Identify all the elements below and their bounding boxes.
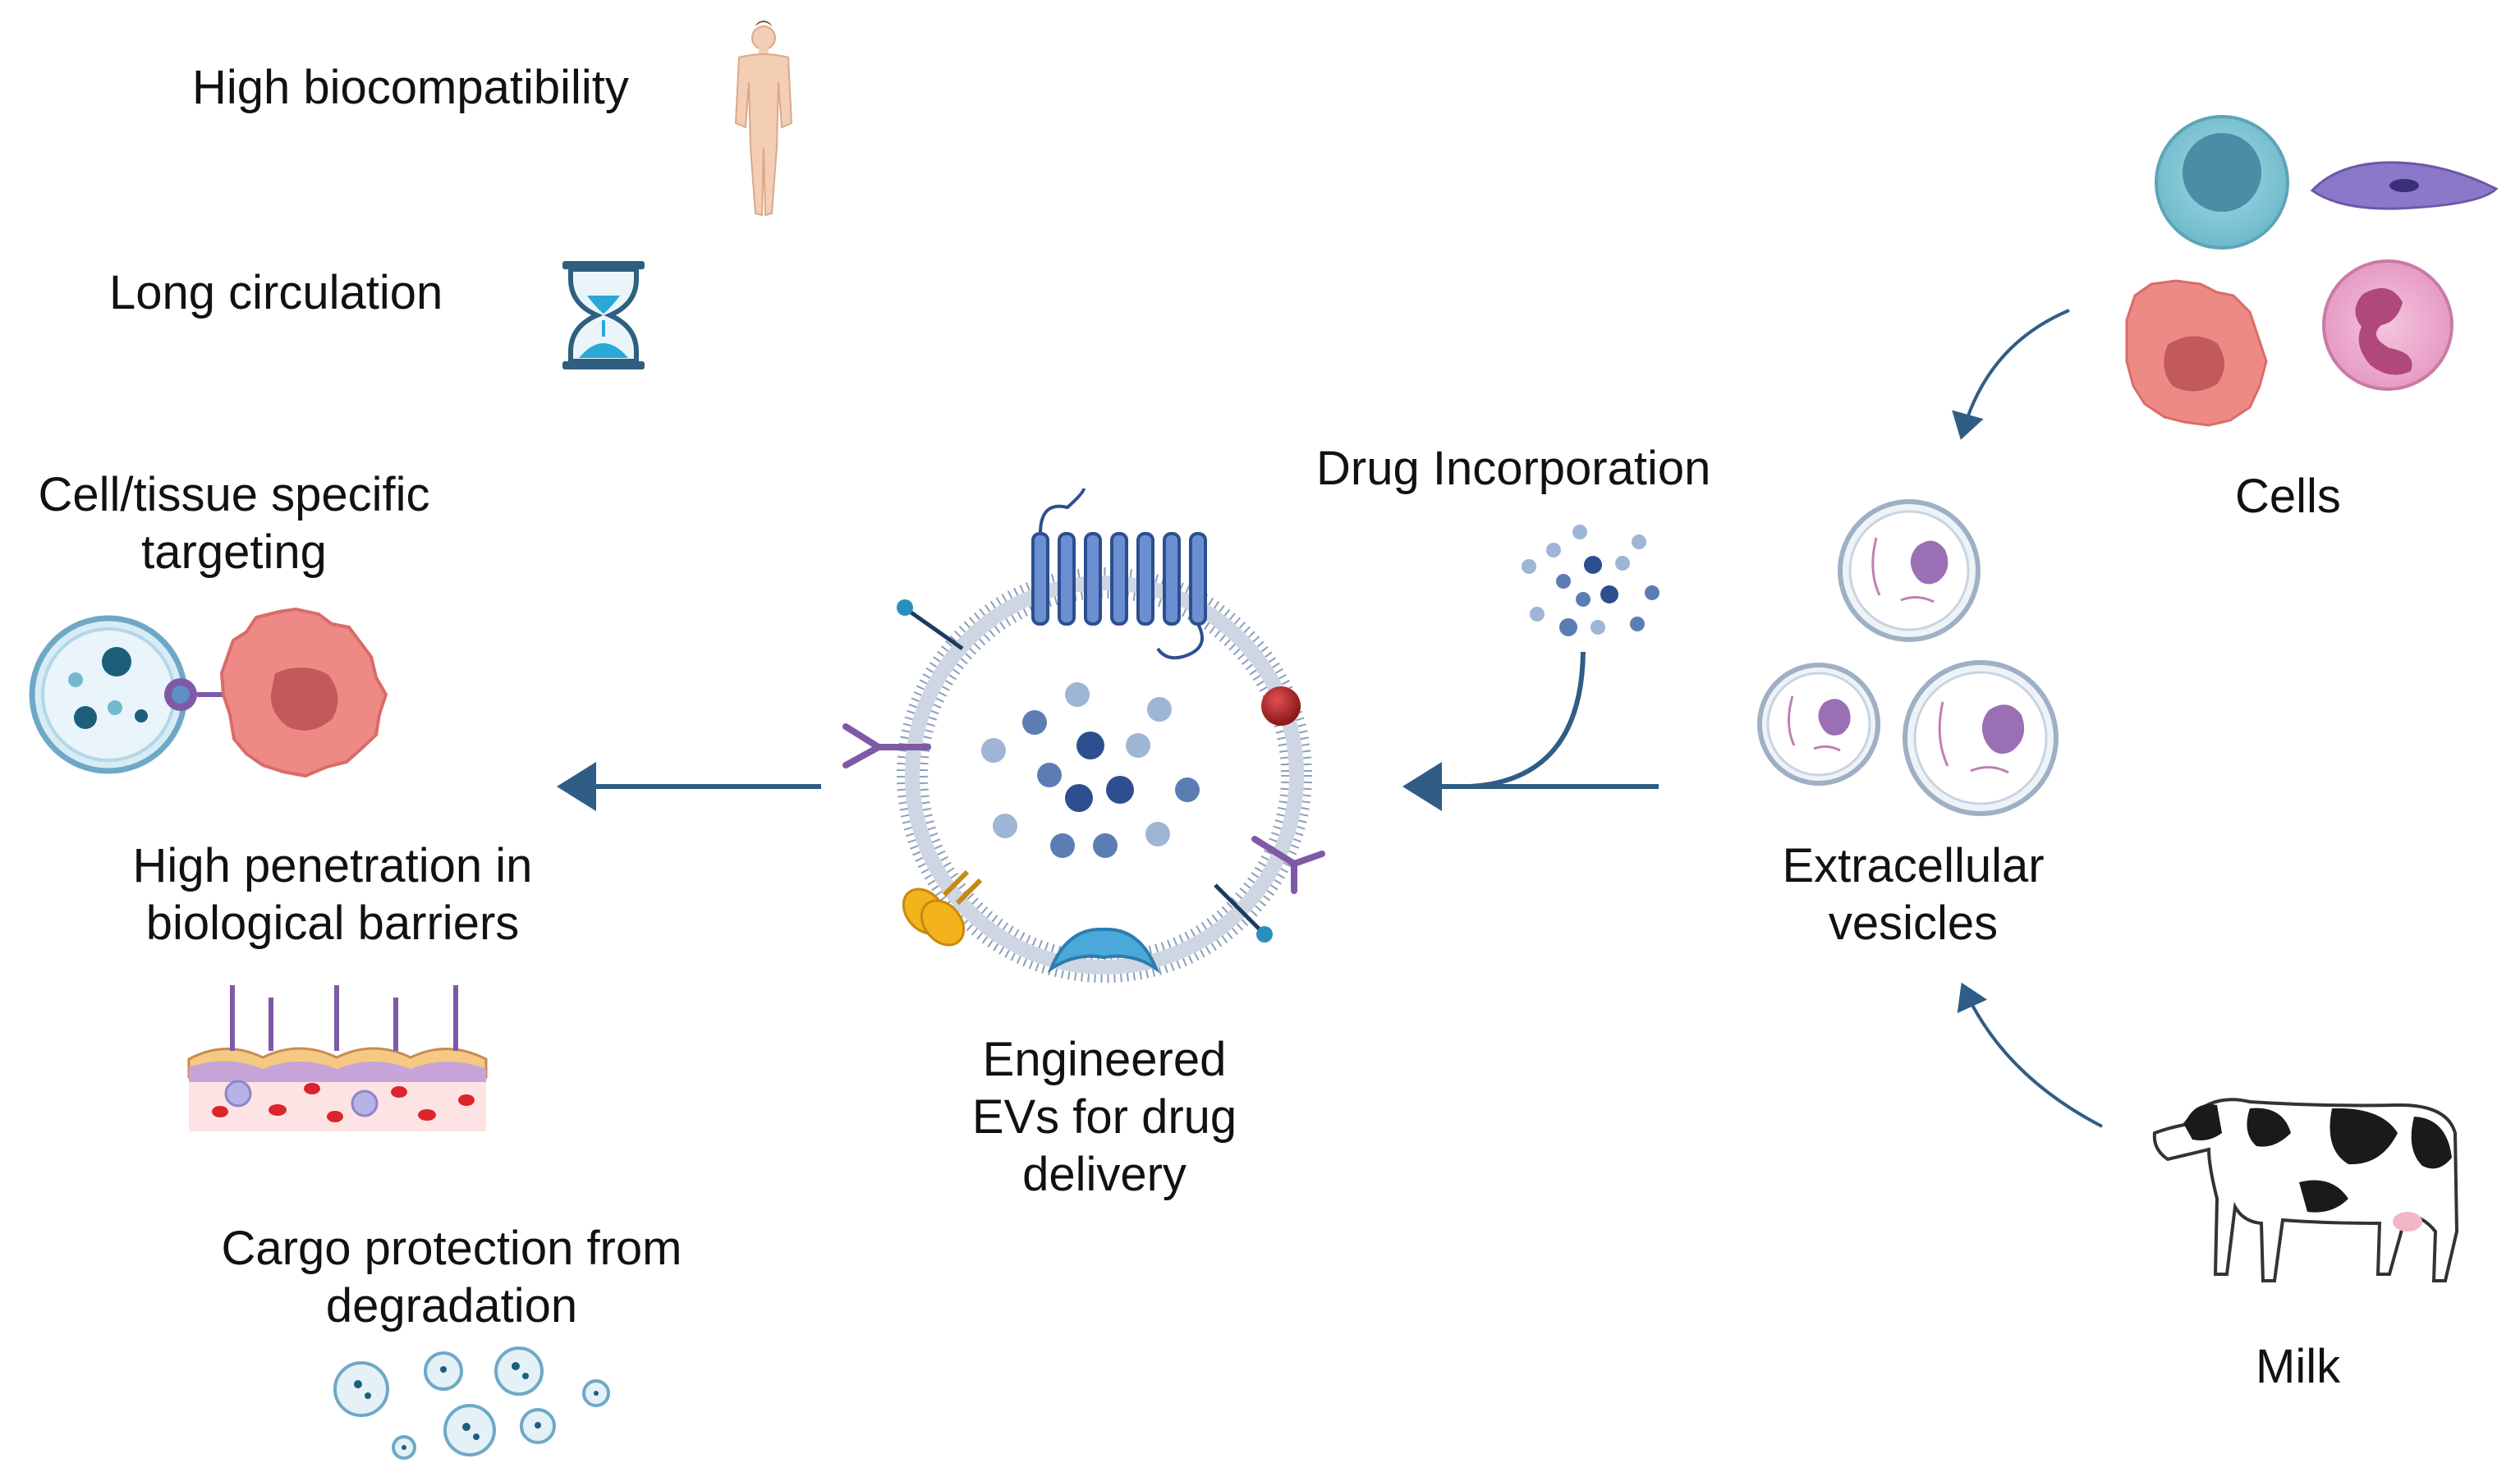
milk-label: Milk — [2256, 1340, 2341, 1393]
extracellular-vesicles-icon — [1757, 499, 2059, 816]
penetration-label-line-1: High penetration in — [132, 839, 533, 892]
surface-bead-icon — [1261, 686, 1301, 726]
arrows — [557, 309, 2103, 1128]
input-arrow — [1469, 651, 1659, 789]
extracellular-vesicles-label-line-2: vesicles — [1828, 897, 1999, 950]
antibody-icon — [842, 723, 1325, 894]
milk-arrow — [1957, 982, 2103, 1128]
long-circulation-label: Long circulation — [109, 266, 443, 319]
targeting-illustration — [29, 607, 388, 778]
transmembrane-protein-icon — [1031, 488, 1207, 660]
cells-icon — [2125, 115, 2499, 427]
engineered-ev-icon — [842, 488, 1325, 983]
human-body-icon — [734, 21, 793, 217]
drug-incorporation-label: Drug Incorporation — [1316, 442, 1711, 495]
ligand-icon — [897, 599, 1273, 943]
cells-arrow — [1952, 309, 2070, 440]
cow-icon — [2152, 1098, 2459, 1282]
drug-molecules-icon — [1522, 525, 1659, 636]
small-vesicles-illustration — [333, 1346, 610, 1460]
hourglass-icon — [562, 261, 645, 369]
biocompatibility-label: High biocompatibility — [192, 61, 629, 114]
engineered-evs-label-line-1: Engineered — [982, 1033, 1227, 1086]
engineered-evs-label-line-3: delivery — [1022, 1148, 1187, 1201]
ev-cargo — [981, 682, 1200, 858]
barrier-illustration — [187, 985, 488, 1131]
targeting-label-line-1: Cell/tissue specific — [38, 468, 430, 521]
protection-label-line-2: degradation — [325, 1279, 578, 1333]
protection-label: Cargo protection from degradation — [189, 1220, 714, 1335]
channel-protein-icon — [902, 869, 983, 947]
cells-label: Cells — [2235, 470, 2341, 523]
crescent-protein-icon — [1047, 927, 1160, 974]
targeting-label-line-2: targeting — [141, 525, 327, 579]
engineered-evs-label-line-2: EVs for drug — [971, 1090, 1237, 1144]
engineered-evs-label: Engineered EVs for drug delivery — [944, 1031, 1265, 1204]
extracellular-vesicles-label: Extracellular vesicles — [1749, 837, 2077, 952]
extracellular-vesicles-label-line-1: Extracellular — [1782, 839, 2045, 892]
penetration-label-line-2: biological barriers — [145, 897, 520, 950]
targeting-label: Cell/tissue specific targeting — [16, 466, 452, 581]
protection-label-line-1: Cargo protection from — [221, 1222, 682, 1275]
penetration-label: High penetration in biological barriers — [107, 837, 558, 952]
